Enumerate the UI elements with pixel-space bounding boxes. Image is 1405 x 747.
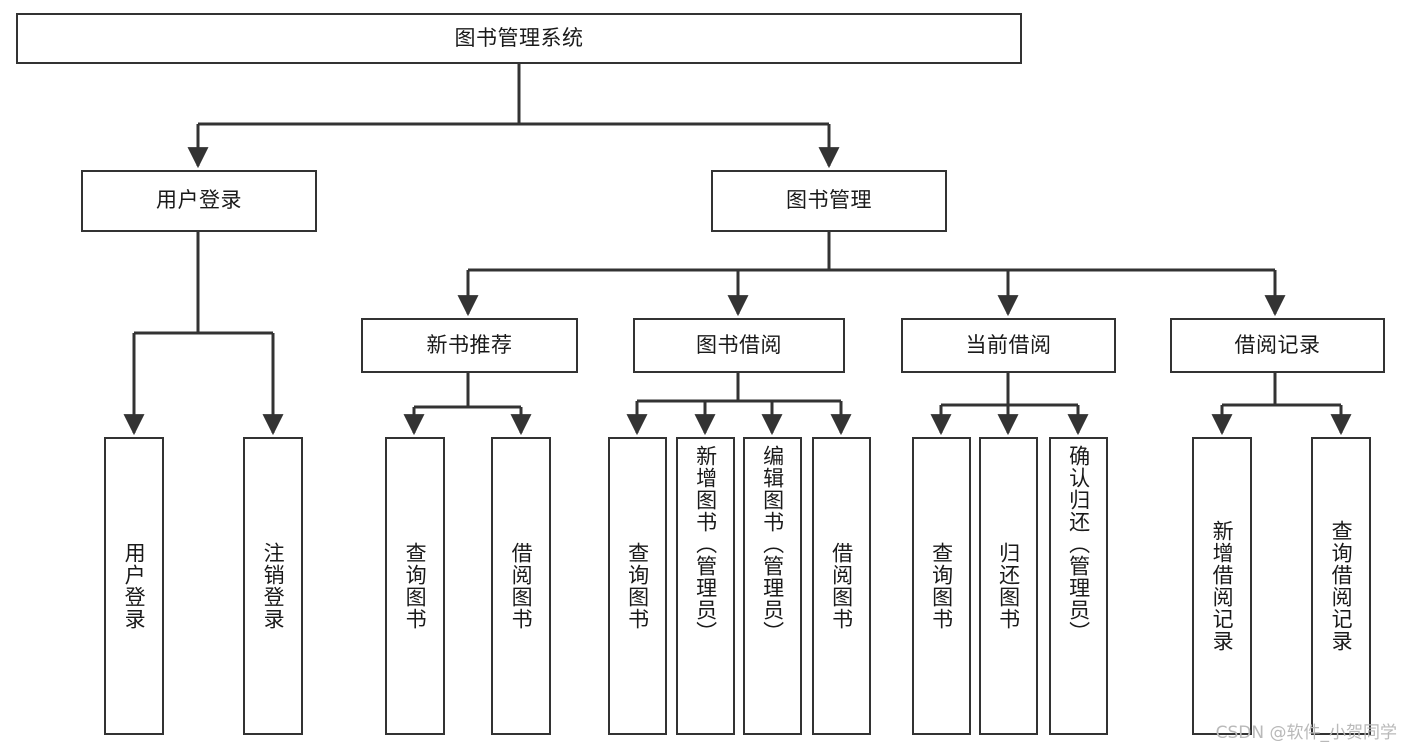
leaf-borrow-book[interactable]: 借阅图书 (812, 437, 871, 735)
leaf-logout-login[interactable]: 注销登录 (243, 437, 303, 735)
leaf-query-borrow-record[interactable]: 查询借阅记录 (1311, 437, 1371, 735)
node-label: 借阅图书 (829, 542, 854, 630)
leaf-return-book[interactable]: 归还图书 (979, 437, 1038, 735)
node-label: 新增图书（管理员） (693, 445, 718, 643)
node-label: 查询图书 (403, 542, 428, 630)
leaf-borrow-book-recommend[interactable]: 借阅图书 (491, 437, 551, 735)
node-label: 归还图书 (996, 542, 1021, 630)
leaf-user-login[interactable]: 用户登录 (104, 437, 164, 735)
node-label: 用户登录 (156, 188, 242, 213)
node-label: 新书推荐 (426, 332, 513, 357)
node-label: 新增借阅记录 (1210, 520, 1235, 652)
node-label: 查询借阅记录 (1329, 520, 1354, 652)
node-label: 查询图书 (625, 542, 650, 630)
leaf-edit-book[interactable]: 编辑图书（管理员） (743, 437, 802, 735)
node-label: 查询图书 (929, 542, 954, 630)
leaf-query-book-borrow[interactable]: 查询图书 (608, 437, 667, 735)
node-label: 借阅记录 (1234, 332, 1321, 357)
leaf-confirm-return[interactable]: 确认归还（管理员） (1049, 437, 1108, 735)
leaf-add-borrow-record[interactable]: 新增借阅记录 (1192, 437, 1252, 735)
leaf-add-book[interactable]: 新增图书（管理员） (676, 437, 735, 735)
node-new-book-recommend[interactable]: 新书推荐 (361, 318, 578, 373)
watermark-credit: CSDN @软件_小贺同学 (1215, 723, 1397, 743)
node-label: 用户登录 (122, 542, 147, 630)
node-label: 当前借阅 (965, 332, 1052, 357)
node-borrow-record[interactable]: 借阅记录 (1170, 318, 1385, 373)
node-label: 确认归还（管理员） (1066, 445, 1091, 643)
node-current-borrow[interactable]: 当前借阅 (901, 318, 1116, 373)
node-label: 图书借阅 (696, 332, 782, 357)
node-label: 编辑图书（管理员） (760, 445, 785, 643)
node-book-manage[interactable]: 图书管理 (711, 170, 947, 232)
node-label: 借阅图书 (509, 542, 534, 630)
node-root-book-management-system[interactable]: 图书管理系统 (16, 13, 1022, 64)
leaf-query-book-recommend[interactable]: 查询图书 (385, 437, 445, 735)
node-label: 图书管理 (786, 188, 872, 213)
node-label: 注销登录 (261, 542, 286, 630)
node-book-borrow[interactable]: 图书借阅 (633, 318, 845, 373)
leaf-query-book-current[interactable]: 查询图书 (912, 437, 971, 735)
node-label: 图书管理系统 (454, 25, 584, 50)
node-user-login[interactable]: 用户登录 (81, 170, 317, 232)
